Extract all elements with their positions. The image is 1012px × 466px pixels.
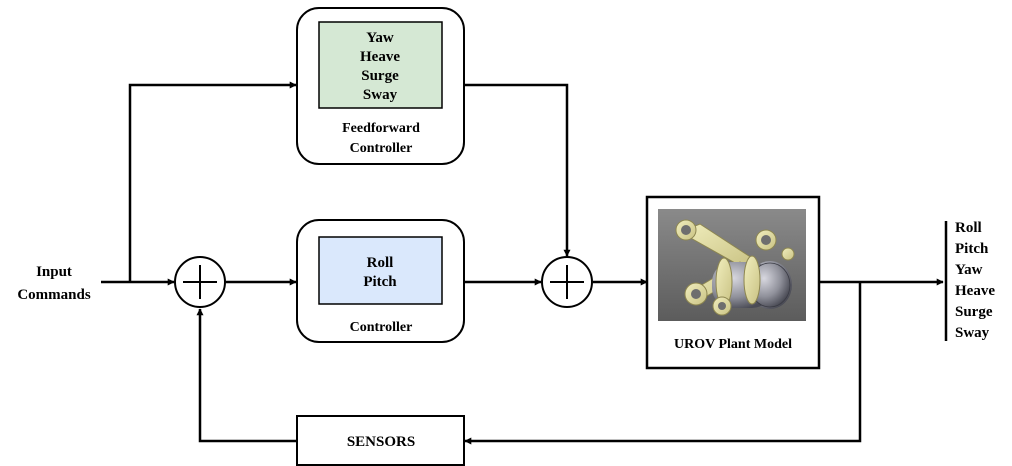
output-pitch: Pitch <box>955 241 989 257</box>
output-states: Roll Pitch Yaw Heave Surge Sway <box>944 220 995 341</box>
feedforward-controller-block: Yaw Heave Surge Sway Feedforward Control… <box>296 7 465 165</box>
feedforward-state-heave: Heave <box>360 49 400 65</box>
controller-block: Roll Pitch Controller <box>296 219 465 343</box>
output-surge: Surge <box>955 304 993 320</box>
sensors-box <box>296 415 465 466</box>
controller-state-box <box>318 236 443 305</box>
output-sway: Sway <box>955 325 990 341</box>
controller-title: Controller <box>350 320 413 335</box>
sensors-block: SENSORS <box>296 415 465 466</box>
input-to-feedforward-wire <box>128 81 297 282</box>
plant-title: UROV Plant Model <box>674 337 792 352</box>
urov-render-image <box>658 209 806 321</box>
sensors-to-sum1-wire <box>196 308 297 443</box>
feedforward-state-surge: Surge <box>361 68 399 84</box>
summing-junction-2 <box>541 256 593 308</box>
sensors-label: SENSORS <box>347 434 415 450</box>
output-yaw: Yaw <box>955 262 983 278</box>
input-label-line1: Input <box>36 264 72 280</box>
input-label-line2: Commands <box>17 287 91 303</box>
signal-wires <box>101 81 944 445</box>
controller-state-pitch: Pitch <box>363 274 397 290</box>
feedforward-state-yaw: Yaw <box>366 30 394 46</box>
output-roll: Roll <box>955 220 982 236</box>
feedforward-title-line2: Controller <box>350 141 413 156</box>
controller-state-roll: Roll <box>367 255 394 271</box>
output-to-sensors-wire <box>464 282 862 445</box>
plant-model-block: UROV Plant Model <box>645 195 821 370</box>
feedforward-title-line1: Feedforward <box>342 121 420 136</box>
feedforward-state-sway: Sway <box>363 87 398 103</box>
summing-junction-1 <box>174 256 226 308</box>
feedforward-state-box <box>318 21 443 109</box>
output-heave: Heave <box>955 283 995 299</box>
feedforward-to-sum2-wire <box>464 83 571 257</box>
